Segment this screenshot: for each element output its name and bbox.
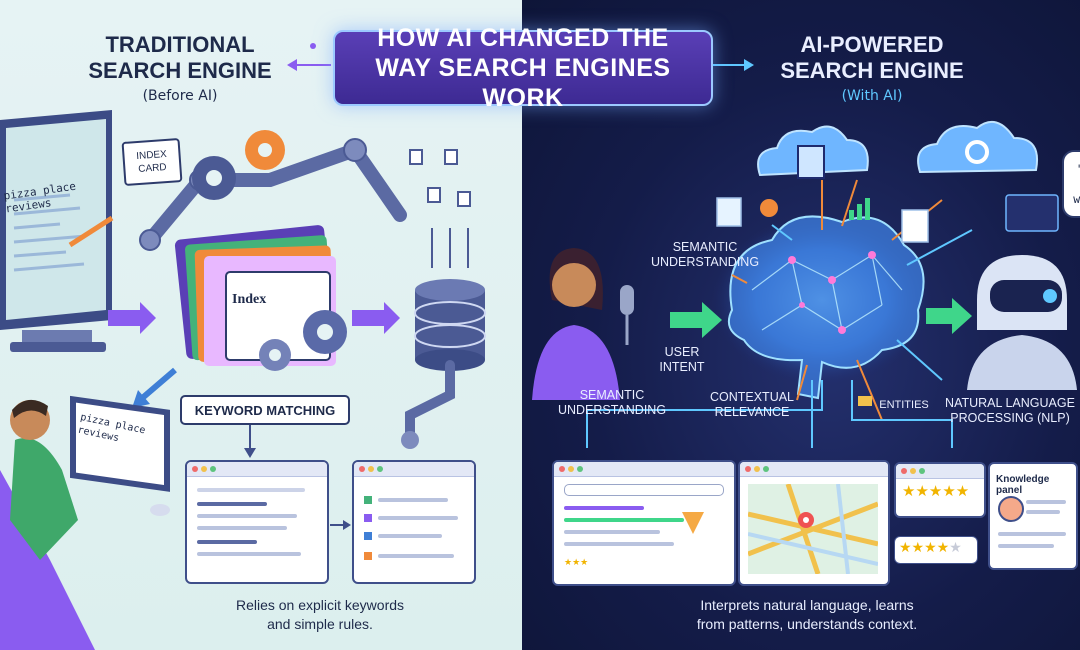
- map-icon: [747, 483, 879, 575]
- document-icon: [901, 209, 929, 243]
- blue-flow-arrows: [586, 224, 973, 448]
- folder-label: Index: [232, 292, 267, 307]
- avatar-icon: [998, 496, 1024, 522]
- traditional-heading-line1: TRADITIONAL: [105, 32, 255, 57]
- right-pointing-arrow-icon: [712, 59, 754, 71]
- rating-stars-icon: ★★★: [564, 558, 589, 568]
- ai-footer-line2: from patterns, understands context.: [696, 616, 918, 632]
- ai-heading-line1: AI-POWERED: [800, 32, 944, 57]
- pizza-slice-icon: [682, 512, 704, 534]
- ranked-results-window: [352, 460, 476, 584]
- page-title: HOW AI CHANGED THE WAY SEARCH ENGINES WO…: [375, 24, 671, 112]
- traditional-subheading: (Before AI): [142, 88, 218, 104]
- index-folders: [174, 225, 336, 366]
- ai-subheading: (With AI): [841, 88, 903, 104]
- label-entities: ENTITIES: [879, 399, 929, 411]
- label-nlp: NATURAL LANGUAGE PROCESSING (NLP): [945, 396, 1075, 425]
- ai-footer-line1: Interprets natural language, learns: [700, 597, 914, 613]
- entities-icon: [858, 396, 872, 406]
- traditional-heading-line2: SEARCH ENGINE: [88, 58, 272, 83]
- five-stars-icon: ★★★★★: [902, 482, 970, 500]
- label-semantic-understanding-bottom: SEMANTIC UNDERSTANDING: [557, 388, 667, 417]
- traditional-heading: TRADITIONAL SEARCH ENGINE: [60, 32, 300, 84]
- ai-illustration: [532, 120, 1077, 448]
- traditional-footer-line2: and simple rules.: [267, 616, 373, 632]
- person-at-laptop: [0, 395, 170, 650]
- keyword-matching-label: KEYWORD MATCHING: [180, 395, 350, 425]
- left-pointing-arrow-icon: [287, 43, 331, 71]
- label-contextual-relevance: CONTEXTUAL RELEVANCE: [709, 390, 795, 419]
- woman-speaking: [532, 248, 634, 400]
- ai-footer: Interprets natural language, learns from…: [642, 596, 972, 634]
- traditional-illustration: [0, 110, 486, 650]
- index-card: INDEX CARD: [121, 138, 183, 186]
- document-icons: [409, 149, 471, 207]
- ai-results-window: ★★★: [552, 460, 736, 586]
- code-window-icon: [1005, 194, 1059, 232]
- traditional-panel: TRADITIONAL SEARCH ENGINE (Before AI): [0, 0, 522, 650]
- rating-card-small: ★★★★★: [894, 536, 978, 564]
- traditional-footer-line1: Relies on explicit keywords: [235, 597, 405, 613]
- traditional-footer: Relies on explicit keywords and simple r…: [170, 596, 470, 634]
- label-user-intent: USER INTENT: [659, 345, 705, 374]
- robot-icon: [967, 255, 1077, 390]
- gear-icon: [192, 130, 347, 371]
- map-pin-icon: [760, 199, 778, 217]
- ai-heading-line2: SEARCH ENGINE: [780, 58, 964, 83]
- label-semantic-understanding-top: SEMANTIC UNDERSTANDING: [650, 240, 760, 269]
- knowledge-panel-window: Knowledge panel: [988, 462, 1078, 570]
- bar-chart-icon: [849, 198, 870, 220]
- database-icon: [414, 279, 486, 371]
- keyword-results-window: [185, 460, 329, 584]
- desktop-monitor: [0, 110, 112, 352]
- natural-language-query: "find a highly-rated pizza place near me…: [1062, 150, 1080, 218]
- four-stars-icon: ★★★★★: [899, 540, 962, 556]
- ai-heading: AI-POWERED SEARCH ENGINE: [752, 32, 992, 84]
- ai-panel: AI-POWERED SEARCH ENGINE (With AI): [522, 0, 1080, 650]
- title-banner: HOW AI CHANGED THE WAY SEARCH ENGINES WO…: [333, 24, 713, 112]
- knowledge-panel-title: Knowledge panel: [996, 474, 1050, 496]
- rating-card: ★★★★★: [894, 462, 986, 518]
- map-results-window: [738, 460, 890, 586]
- image-doc-icon: [716, 197, 742, 227]
- cloud-icons: [757, 120, 1038, 177]
